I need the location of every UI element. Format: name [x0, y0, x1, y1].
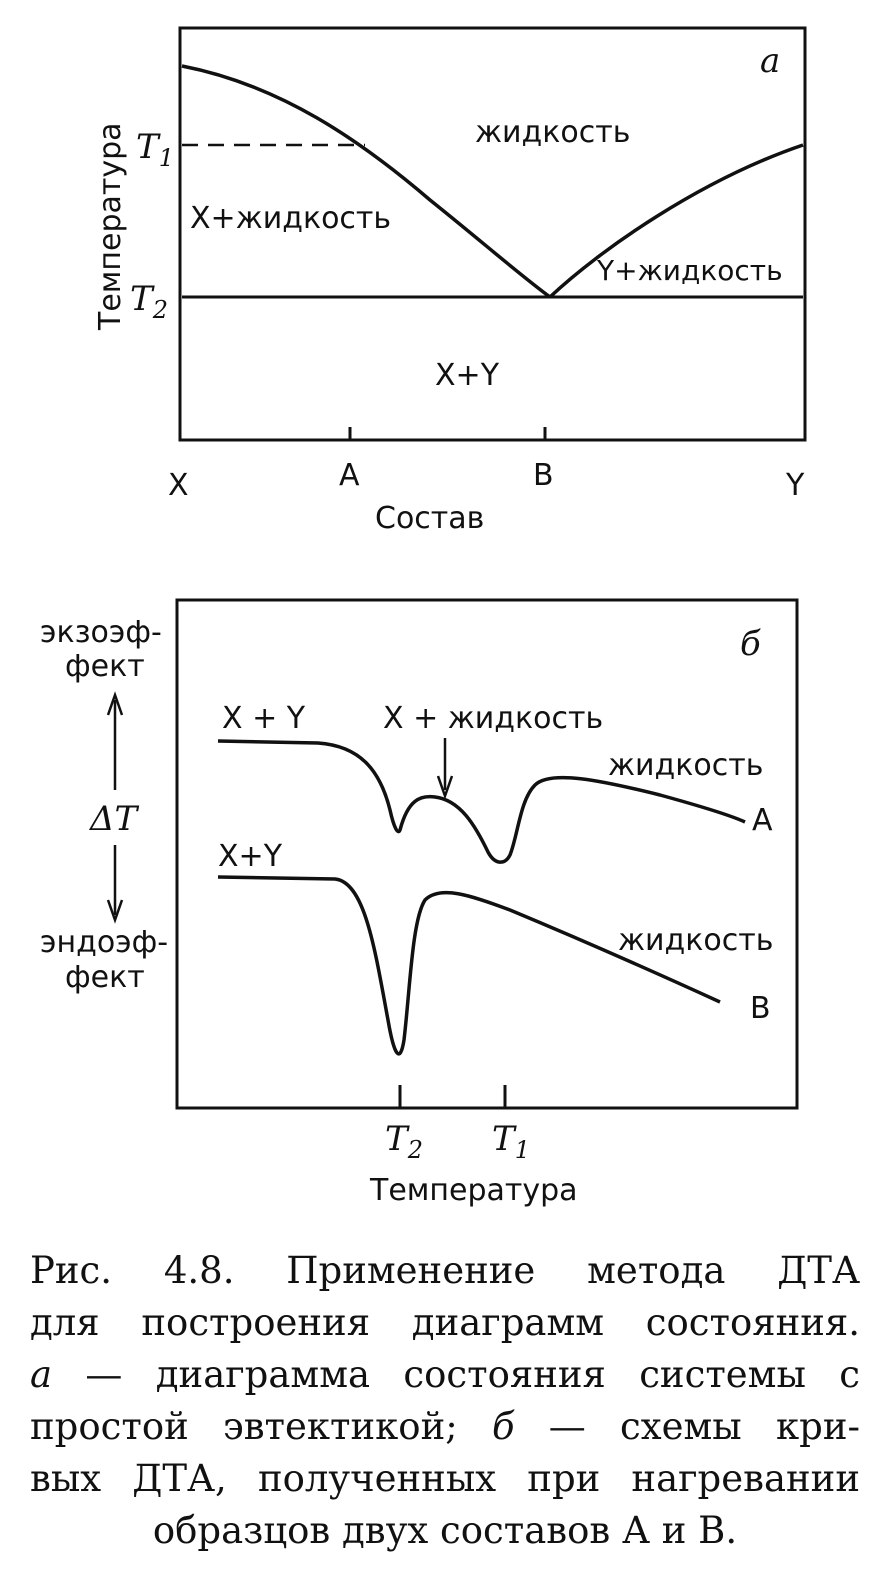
curve-a-name: A — [752, 803, 773, 838]
caption-line-3: а — диаграмма состояния системы с — [30, 1349, 860, 1401]
x-tick-t2: T2 — [385, 1119, 423, 1164]
caption-panel-a-ref: а — [30, 1353, 53, 1396]
panel-a-x-axis-label: Состав — [375, 501, 484, 536]
panel-a-letter: a — [760, 41, 780, 81]
curve-a-start-label: X + Y — [222, 701, 306, 736]
liquidus-x-side — [181, 64, 552, 299]
region-y-liquid: Y+жидкость — [596, 254, 783, 287]
panel-b-frame — [175, 598, 799, 1110]
caption-line-4-start: простой эвтектикой; — [30, 1405, 492, 1448]
liquidus-y-side — [548, 143, 804, 299]
panel-b-letter: б — [740, 624, 761, 664]
panel-a-y-axis-label: Температура — [93, 122, 128, 331]
arrow-x-liquid-head — [436, 775, 454, 800]
caption-line-4-text: — схемы кри- — [514, 1405, 860, 1448]
endo-label-line2: фект — [65, 960, 145, 995]
exo-label-line2: фект — [65, 649, 145, 684]
region-liquid: жидкость — [475, 115, 630, 150]
x-tick-a: A — [339, 458, 360, 493]
panel-a-t2-label: T2 — [130, 279, 168, 324]
curve-a-mid-label: X + жидкость — [383, 701, 603, 736]
x-tick-x: X — [168, 468, 189, 503]
panel-b-dta-curves: б X + Y X + жидкость жидкость A X+Y жидк… — [40, 598, 799, 1208]
caption-line-3-text: — диаграмма состояния системы с — [52, 1353, 860, 1396]
curve-b-name: B — [750, 991, 771, 1026]
panel-a-t1-label: T1 — [136, 127, 174, 172]
delta-t-label: ΔT — [88, 799, 140, 839]
curve-b-start-label: X+Y — [218, 839, 283, 874]
x-tick-y: Y — [785, 468, 805, 503]
curve-a-region-label: жидкость — [608, 748, 763, 783]
curve-b-region-label: жидкость — [618, 923, 773, 958]
region-x-liquid: X+жидкость — [190, 201, 391, 236]
caption-line-1: Рис. 4.8. Применение метода ДТА — [30, 1249, 860, 1292]
region-x-y: X+Y — [435, 358, 500, 393]
delta-t-arrow-up-icon — [106, 691, 124, 716]
caption-line-6: образцов двух составов А и В. — [152, 1509, 738, 1552]
figure: a жидкость X+жидкость Y+жидкость X+Y Тем… — [40, 26, 807, 1208]
panel-a-phase-diagram: a жидкость X+жидкость Y+жидкость X+Y Тем… — [93, 26, 807, 536]
exo-label-line1: экзоэф- — [40, 615, 162, 650]
panel-b-x-axis-label: Температура — [369, 1173, 578, 1208]
figure-caption: Рис. 4.8. Применение метода ДТА для пост… — [30, 1245, 860, 1557]
x-tick-t1: T1 — [492, 1119, 530, 1164]
panel-a-frame — [178, 26, 807, 442]
dta-curve-b — [217, 875, 721, 1056]
delta-t-arrow-down-icon — [106, 899, 124, 924]
caption-panel-b-ref: б — [491, 1405, 515, 1448]
caption-line-5: вых ДТА, полученных при нагревании — [30, 1457, 860, 1500]
caption-line-2: для построения диаграмм состояния. — [30, 1301, 860, 1344]
dta-curve-a — [217, 739, 746, 864]
x-tick-b: B — [533, 458, 554, 493]
endo-label-line1: эндоэф- — [40, 925, 168, 960]
caption-line-4: простой эвтектикой; б — схемы кри- — [30, 1401, 860, 1453]
